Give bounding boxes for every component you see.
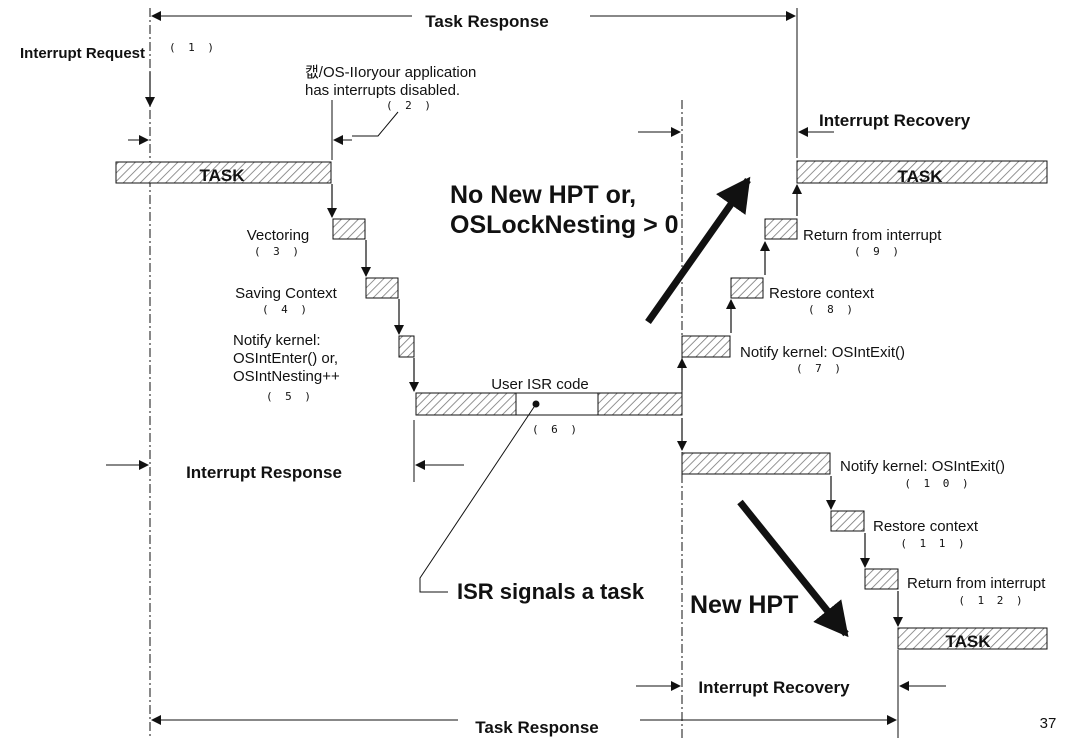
step-3-number: ( 3 ) bbox=[254, 245, 302, 258]
step-5-number: ( 5 ) bbox=[266, 390, 314, 403]
isr-signals-label: ISR signals a task bbox=[457, 579, 645, 604]
interrupt-response-label: Interrupt Response bbox=[186, 463, 342, 482]
big-arrows bbox=[645, 176, 849, 638]
task-label-left: TASK bbox=[199, 166, 245, 185]
notify-enter-line-2: OSIntEnter() or, bbox=[233, 350, 338, 367]
step-11-number: ( 1 1 ) bbox=[900, 537, 967, 550]
dimension-arrows bbox=[106, 11, 946, 725]
labels: Task Response Interrupt Request ( 1 ) 캢/… bbox=[20, 12, 1056, 737]
isr-signal-dot bbox=[532, 400, 540, 408]
notify-exit-top-label: Notify kernel: OSIntExit() bbox=[740, 344, 905, 361]
interrupt-request-label: Interrupt Request bbox=[20, 45, 145, 62]
return-interrupt-bar-bottom bbox=[864, 568, 899, 590]
task-bar-right-bottom bbox=[897, 627, 1048, 650]
notify-exit-bar-top bbox=[681, 335, 731, 358]
notify-exit-bottom-label: Notify kernel: OSIntExit() bbox=[840, 458, 1005, 475]
step-6-number: ( 6 ) bbox=[532, 423, 580, 436]
step-2-number: ( 2 ) bbox=[386, 99, 434, 112]
new-hpt-label: New HPT bbox=[690, 591, 798, 619]
leader-isr-signals bbox=[419, 403, 537, 593]
isr-bar-left bbox=[415, 392, 517, 416]
restore-context-top-label: Restore context bbox=[769, 285, 875, 302]
return-interrupt-top-label: Return from interrupt bbox=[803, 227, 942, 244]
no-new-hpt-line-1: No New HPT or, bbox=[450, 181, 636, 209]
restore-context-bar-bottom bbox=[830, 510, 865, 532]
task-bar-right-top bbox=[796, 160, 1048, 184]
restore-context-bottom-label: Restore context bbox=[873, 518, 979, 535]
activity-bars bbox=[115, 160, 1048, 650]
interrupt-recovery-top-label: Interrupt Recovery bbox=[819, 111, 971, 130]
isr-bar-right bbox=[597, 392, 683, 416]
task-response-bottom-label: Task Response bbox=[475, 718, 598, 737]
step-7-number: ( 7 ) bbox=[796, 362, 844, 375]
notify-enter-line-1: Notify kernel: bbox=[233, 332, 321, 349]
notify-exit-bar-bottom bbox=[681, 452, 831, 475]
step-9-number: ( 9 ) bbox=[854, 245, 902, 258]
page-number: 37 bbox=[1040, 715, 1057, 732]
os-disabled-line-2: has interrupts disabled. bbox=[305, 82, 460, 99]
os-disabled-line-1: 캢/OS-IIoryour application bbox=[305, 64, 476, 81]
task-bar-left bbox=[115, 161, 332, 184]
isr-bar-mid bbox=[515, 392, 599, 416]
task-response-top-label: Task Response bbox=[425, 12, 548, 31]
step-10-number: ( 1 0 ) bbox=[904, 477, 971, 490]
leader-lines bbox=[352, 111, 537, 593]
user-isr-label: User ISR code bbox=[491, 376, 589, 393]
notify-enter-bar bbox=[398, 335, 415, 358]
task-label-right-bottom: TASK bbox=[945, 632, 991, 651]
flow-arrows bbox=[145, 72, 903, 627]
step-8-number: ( 8 ) bbox=[808, 303, 856, 316]
step-12-number: ( 1 2 ) bbox=[958, 594, 1025, 607]
saving-context-label: Saving Context bbox=[235, 285, 338, 302]
no-new-hpt-line-2: OSLockNesting > 0 bbox=[450, 211, 679, 239]
big-arrow-new-hpt bbox=[737, 499, 849, 638]
notify-enter-line-3: OSIntNesting++ bbox=[233, 368, 340, 385]
step-1-number: ( 1 ) bbox=[169, 41, 217, 54]
restore-context-bar-top bbox=[730, 277, 764, 299]
interrupt-recovery-bottom-label: Interrupt Recovery bbox=[698, 678, 850, 697]
return-interrupt-bottom-label: Return from interrupt bbox=[907, 575, 1046, 592]
vectoring-bar bbox=[332, 218, 366, 240]
big-arrow-no-new-hpt bbox=[645, 176, 751, 325]
saving-context-bar bbox=[365, 277, 399, 299]
task-label-right-top: TASK bbox=[897, 167, 943, 186]
step-4-number: ( 4 ) bbox=[262, 303, 310, 316]
vectoring-label: Vectoring bbox=[247, 227, 310, 244]
leader-disabled bbox=[352, 111, 399, 137]
return-interrupt-bar-top bbox=[764, 218, 798, 240]
